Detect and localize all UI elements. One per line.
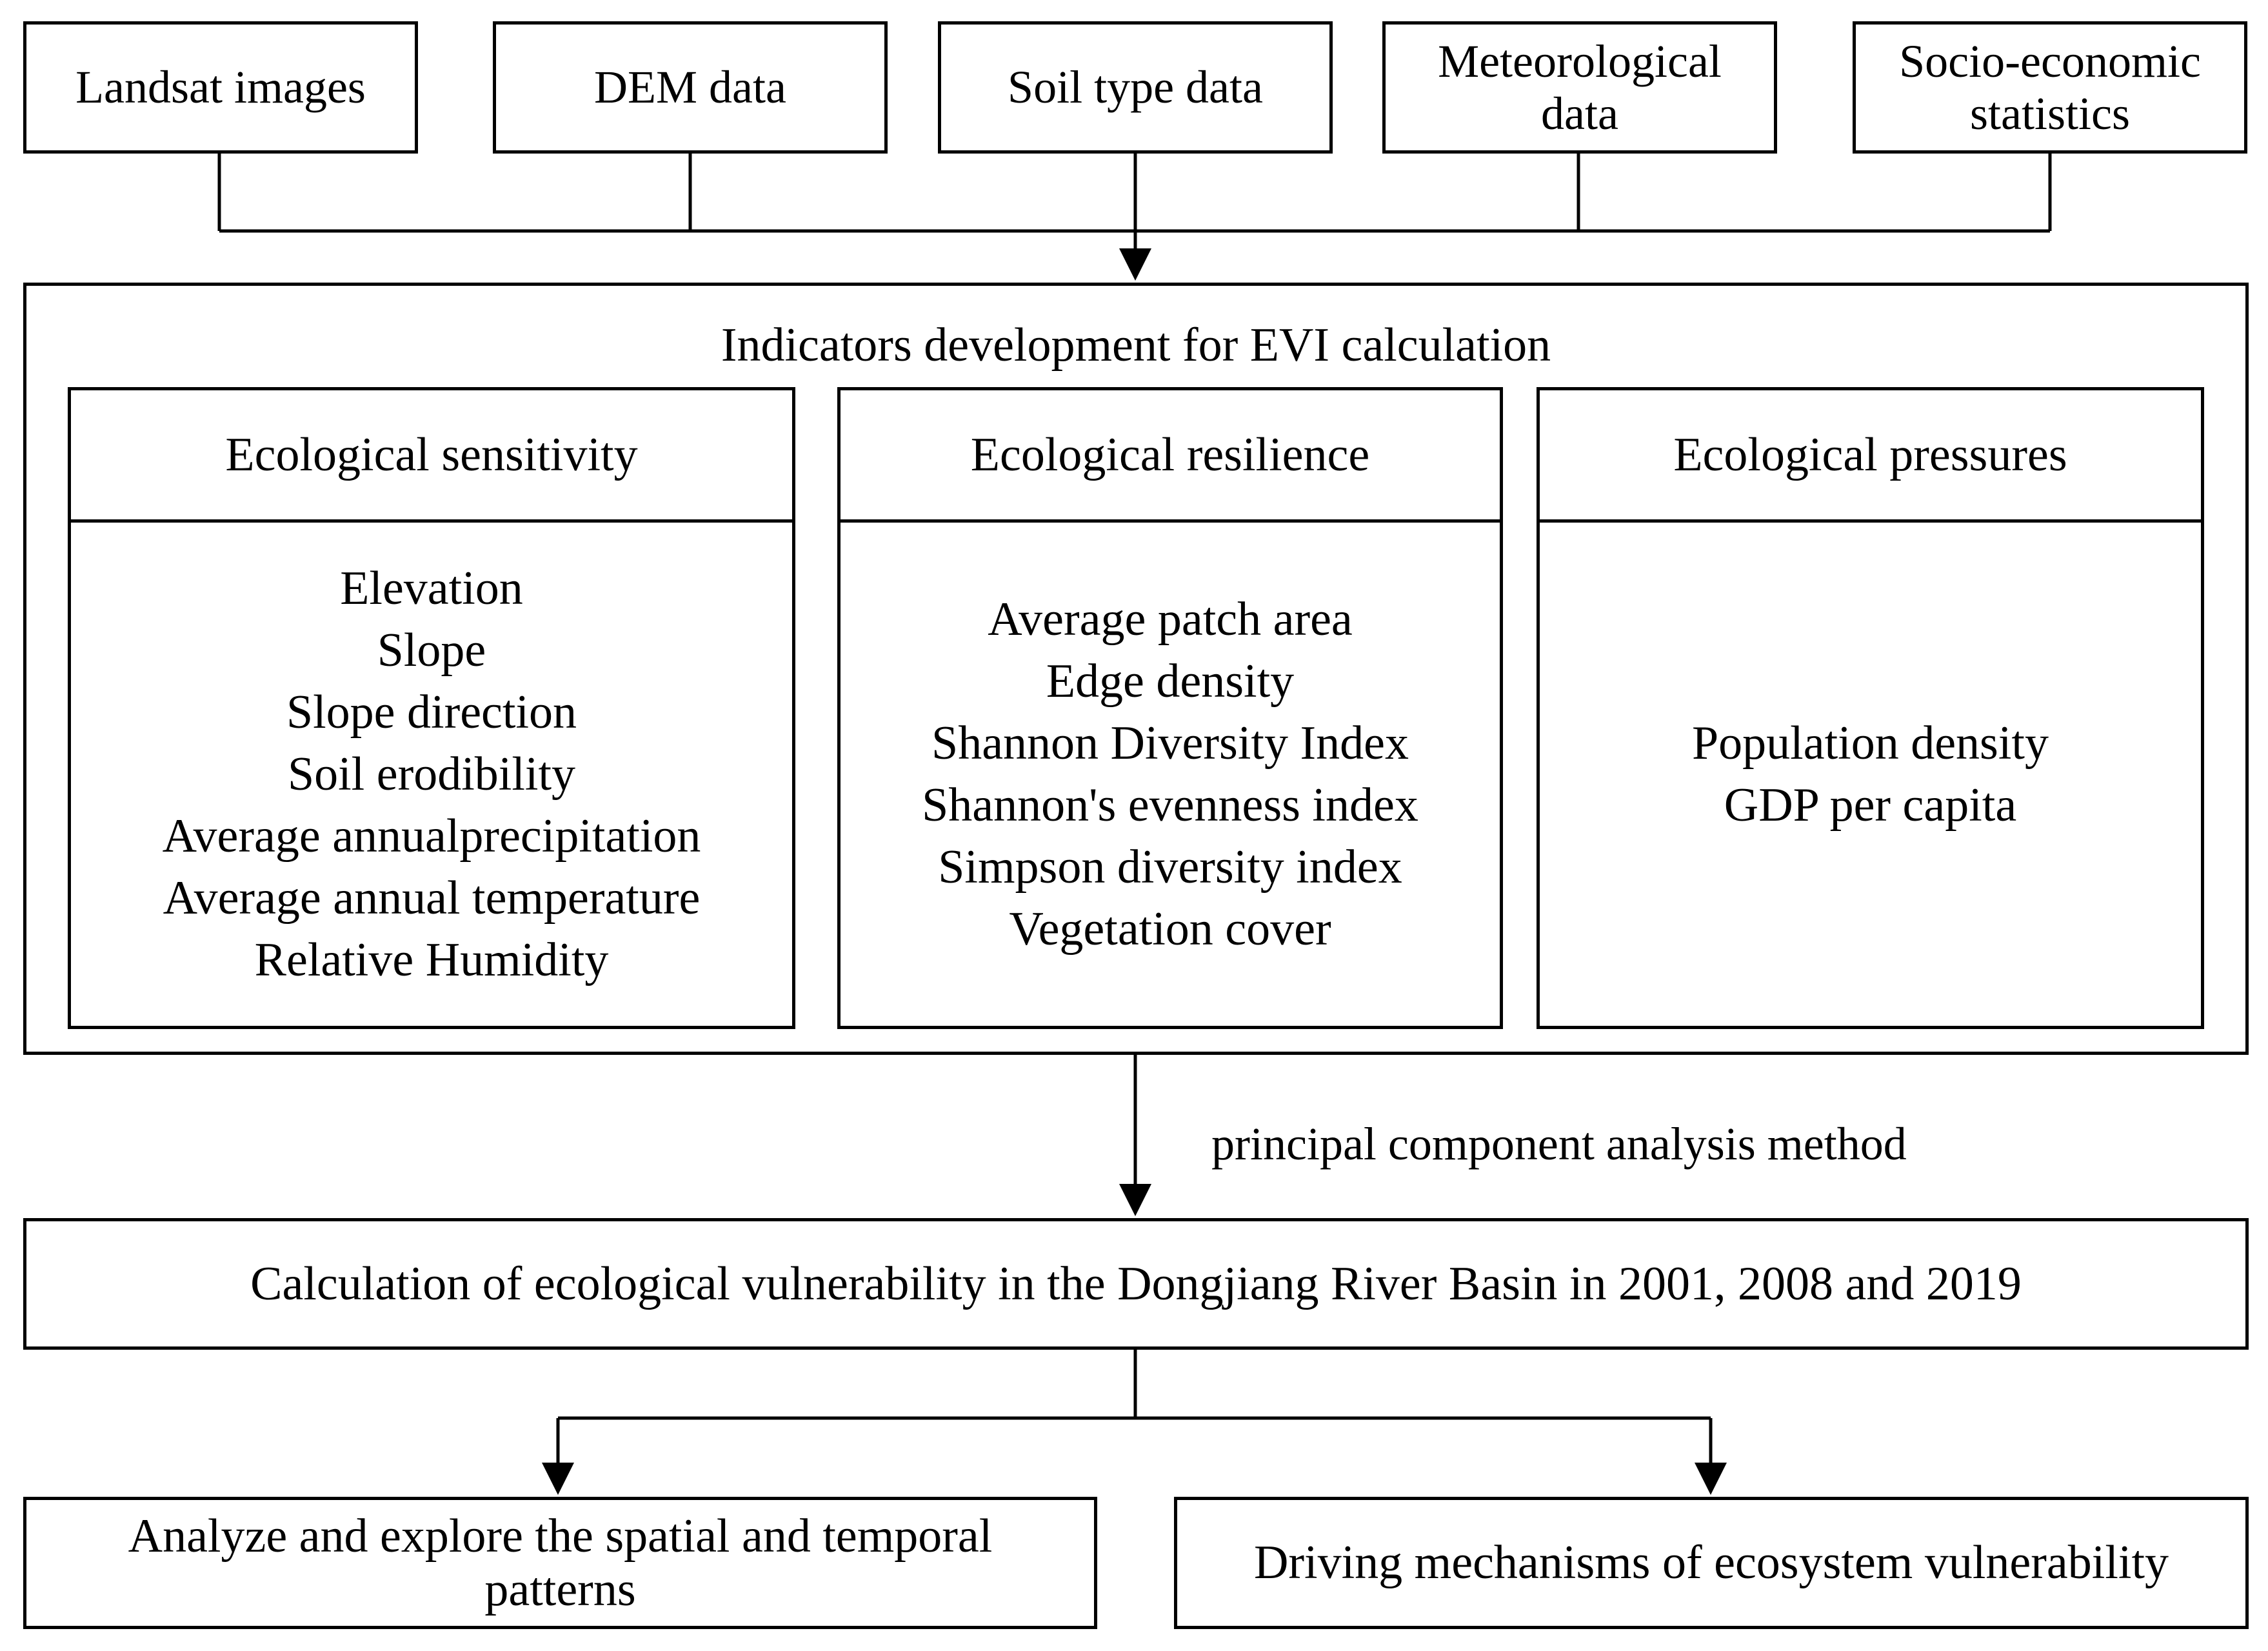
panel-items: Average patch area Edge density Shannon …: [841, 523, 1500, 1026]
panel-ecological-sensitivity: Ecological sensitivity Elevation Slope S…: [68, 387, 795, 1029]
indicator-item: Elevation: [340, 562, 523, 615]
indicator-item: Average patch area: [988, 593, 1353, 646]
panel-items: Population density GDP per capita: [1540, 523, 2201, 1026]
source-label: Meteorological data: [1438, 35, 1722, 139]
source-soil-type-data: Soil type data: [938, 21, 1333, 154]
panel-items: Elevation Slope Slope direction Soil ero…: [71, 523, 792, 1026]
indicator-item: Slope: [377, 624, 486, 677]
method-label: principal component analysis method: [1211, 1118, 1907, 1170]
indicator-item: Shannon's evenness index: [922, 779, 1418, 832]
source-label: Soil type data: [1008, 61, 1263, 114]
indicator-item: Vegetation cover: [1009, 903, 1331, 956]
output-label: Driving mechanisms of ecosystem vulnerab…: [1253, 1536, 2169, 1589]
output-driving-mechanisms: Driving mechanisms of ecosystem vulnerab…: [1174, 1497, 2249, 1629]
indicator-item: Soil erodibility: [287, 748, 576, 801]
source-label: Socio-economic statistics: [1899, 35, 2201, 139]
indicators-title: Indicators development for EVI calculati…: [721, 319, 1551, 372]
source-socio-economic-statistics: Socio-economic statistics: [1853, 21, 2247, 154]
indicator-item: Simpson diversity index: [938, 841, 1402, 894]
panel-ecological-pressures: Ecological pressures Population density …: [1537, 387, 2204, 1029]
source-landsat-images: Landsat images: [23, 21, 418, 154]
panel-ecological-resilience: Ecological resilience Average patch area…: [837, 387, 1503, 1029]
output-label: Analyze and explore the spatial and temp…: [128, 1509, 993, 1616]
indicator-item: Average annual temperature: [163, 872, 701, 925]
panel-title: Ecological pressures: [1540, 390, 2201, 523]
calculation-label: Calculation of ecological vulnerability …: [250, 1257, 2022, 1310]
source-meteorological-data: Meteorological data: [1382, 21, 1777, 154]
output-spatial-temporal-patterns: Analyze and explore the spatial and temp…: [23, 1497, 1097, 1629]
indicator-item: Shannon Diversity Index: [931, 717, 1409, 770]
indicator-item: Edge density: [1046, 655, 1295, 708]
indicator-item: GDP per capita: [1724, 779, 2017, 832]
source-label: Landsat images: [75, 61, 366, 114]
source-label: DEM data: [594, 61, 786, 114]
calculation-box: Calculation of ecological vulnerability …: [23, 1218, 2249, 1350]
indicator-item: Population density: [1692, 717, 2049, 770]
source-dem-data: DEM data: [493, 21, 888, 154]
panel-title: Ecological resilience: [841, 390, 1500, 523]
indicator-item: Relative Humidity: [254, 934, 609, 986]
indicator-item: Average annualprecipitation: [162, 810, 701, 863]
indicator-item: Slope direction: [286, 686, 577, 739]
panel-title: Ecological sensitivity: [71, 390, 792, 523]
